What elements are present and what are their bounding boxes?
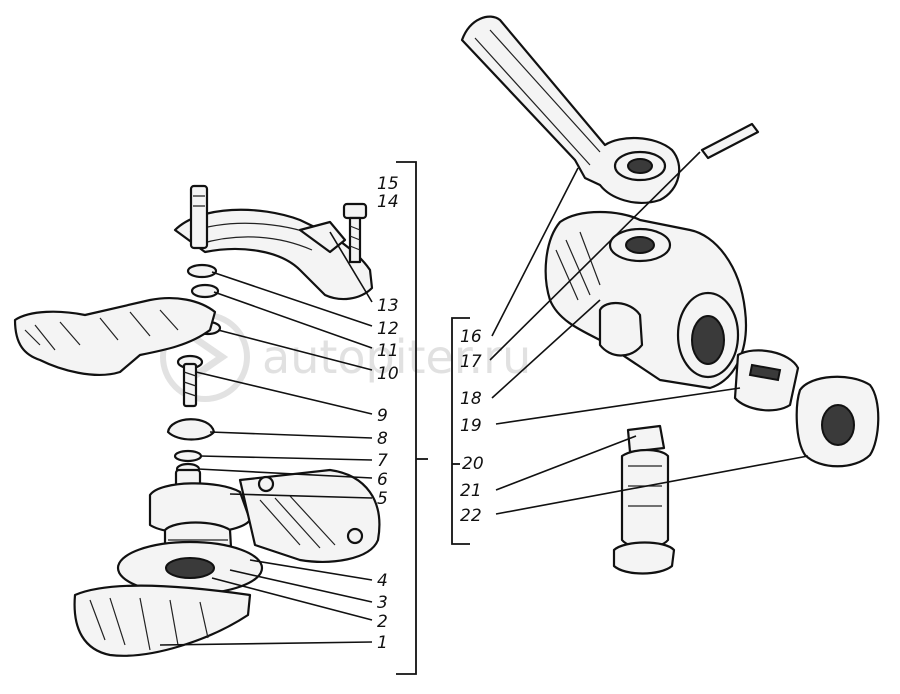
callout-6: 6 (377, 470, 388, 490)
callout-22: 22 (460, 506, 482, 526)
callout-15: 15 (377, 174, 399, 194)
callout-16: 16 (460, 327, 482, 347)
right-leaders (451, 151, 809, 545)
callout-17: 17 (460, 352, 482, 372)
callout-18: 18 (460, 389, 482, 409)
callout-7: 7 (377, 451, 388, 471)
callout-1: 1 (377, 633, 388, 653)
left-leaders (159, 161, 428, 675)
callout-13: 13 (377, 296, 399, 316)
left-callouts: 15 14 13 12 11 10 9 8 7 6 5 4 3 2 1 (377, 174, 399, 653)
callout-12: 12 (377, 319, 399, 339)
callout-19: 19 (460, 416, 482, 436)
callout-20: 20 (462, 454, 484, 474)
callout-4: 4 (377, 571, 388, 591)
right-callouts: 16 17 18 19 20 21 22 (460, 327, 484, 526)
watermark: autopiter.ru (160, 312, 531, 402)
callout-5: 5 (377, 489, 388, 509)
left-assembly (13, 184, 381, 657)
callout-11: 11 (377, 341, 399, 361)
right-assembly (460, 15, 880, 575)
callout-10: 10 (377, 364, 399, 384)
callout-21: 21 (460, 481, 482, 501)
watermark-text: autopiter.ru (262, 330, 531, 384)
callout-2: 2 (377, 612, 388, 632)
callout-9: 9 (377, 406, 388, 426)
callout-14: 14 (377, 192, 399, 212)
callout-8: 8 (377, 429, 388, 449)
callout-3: 3 (377, 593, 388, 613)
